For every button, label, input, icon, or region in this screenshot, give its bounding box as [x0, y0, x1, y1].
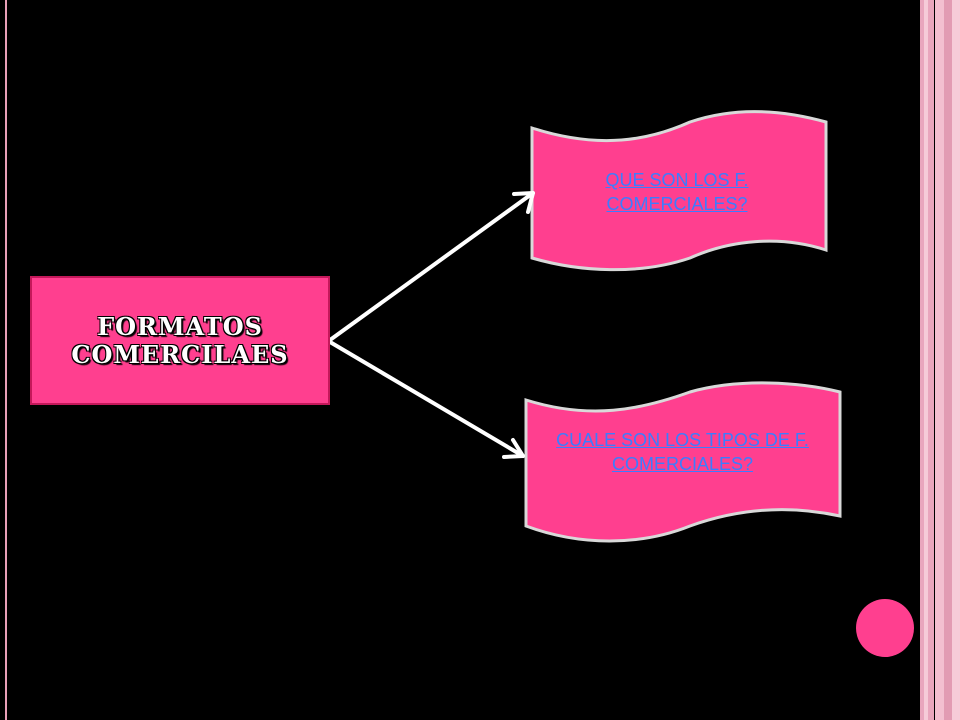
arrow-to-top: [328, 191, 535, 342]
root-node-box: FORMATOS COMERCILAES: [30, 276, 330, 405]
right-decorative-stripes: [918, 0, 960, 720]
nav-circle-button[interactable]: [856, 599, 914, 657]
branch-link-types[interactable]: CUALE SON LOS TIPOS DE F. COMERCIALES?: [556, 430, 809, 474]
arrowhead-top: [512, 191, 535, 214]
flag-bottom-shape: [524, 381, 842, 543]
arrowhead-bottom: [502, 438, 525, 459]
left-border-line: [0, 0, 8, 720]
connector-arrows: [328, 191, 535, 459]
branch-link-what-are[interactable]: QUE SON LOS F. COMERCIALES?: [605, 170, 749, 214]
root-node-label: FORMATOS COMERCILAES: [71, 311, 289, 369]
arrow-to-bottom: [328, 340, 525, 458]
flag-top-shape: [530, 110, 828, 272]
